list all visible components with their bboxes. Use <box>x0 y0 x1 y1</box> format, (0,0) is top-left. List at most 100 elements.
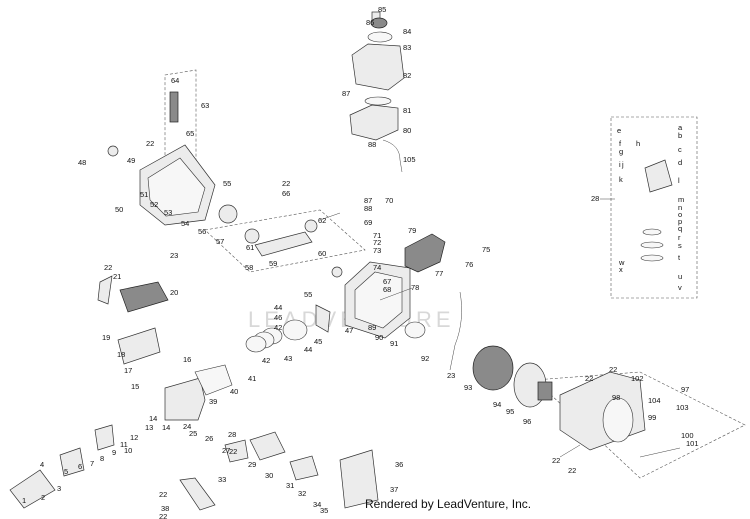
callout-103: 103 <box>676 403 689 412</box>
callout-2: 2 <box>41 493 45 502</box>
callout-22d: 22 <box>229 447 237 456</box>
callout-43: 43 <box>284 354 292 363</box>
callout-70: 70 <box>385 196 393 205</box>
callout-41: 41 <box>248 374 256 383</box>
callout-56: 56 <box>198 227 206 236</box>
carburetor-39 <box>164 377 206 421</box>
callout-44a: 44 <box>274 303 282 312</box>
callout-35: 35 <box>320 506 328 515</box>
part-10 <box>94 424 115 451</box>
callout-4: 4 <box>40 460 44 469</box>
shroud-20 <box>119 281 169 313</box>
carb-body-l <box>644 159 673 193</box>
air-filter-cover-82 <box>351 43 405 91</box>
callout-96: 96 <box>523 417 531 426</box>
callout-l: l <box>678 176 680 185</box>
callout-s: s <box>678 241 682 250</box>
callout-14b: 14 <box>162 423 170 432</box>
part-6 <box>59 447 85 477</box>
callout-g: g <box>619 147 623 156</box>
part-83 <box>367 31 393 43</box>
callout-18: 18 <box>117 350 125 359</box>
callout-w: w <box>618 258 625 267</box>
dipstick-64 <box>169 91 179 123</box>
callout-71: 71 <box>373 231 381 240</box>
callout-b: b <box>678 131 682 140</box>
rod-47 <box>315 304 331 333</box>
callout-28: 28 <box>228 430 236 439</box>
part-27 <box>224 439 249 463</box>
callout-87b: 87 <box>364 196 372 205</box>
hose-105 <box>382 139 403 173</box>
parts <box>9 11 673 511</box>
callout-94: 94 <box>493 400 501 409</box>
callout-83: 83 <box>403 43 411 52</box>
callout-76: 76 <box>465 260 473 269</box>
gasket-40 <box>194 364 233 396</box>
filter-81 <box>364 96 392 106</box>
callout-48: 48 <box>78 158 86 167</box>
callout-23b: 23 <box>447 371 455 380</box>
callout-22b: 22 <box>146 139 154 148</box>
callout-i: i <box>619 160 621 169</box>
callout-84: 84 <box>403 27 411 36</box>
callout-51: 51 <box>140 190 148 199</box>
head-18 <box>117 327 161 365</box>
callout-102: 102 <box>631 374 644 383</box>
rings-43 <box>245 335 267 353</box>
callout-89: 89 <box>368 323 376 332</box>
callout-90: 90 <box>375 333 383 342</box>
callout-79: 79 <box>408 226 416 235</box>
callout-v: v <box>678 283 682 292</box>
callout-82: 82 <box>403 71 411 80</box>
callout-88b: 88 <box>364 204 372 213</box>
callout-77: 77 <box>435 269 443 278</box>
callout-8: 8 <box>100 454 104 463</box>
callout-92: 92 <box>421 354 429 363</box>
callout-14a: 14 <box>149 414 157 423</box>
callout-59: 59 <box>269 259 277 268</box>
callout-78: 78 <box>411 283 419 292</box>
callout-28: 28 <box>591 194 599 203</box>
callout-26: 26 <box>205 434 213 443</box>
callout-13: 13 <box>145 423 153 432</box>
callout-d: d <box>678 158 682 167</box>
callout-3: 3 <box>57 484 61 493</box>
callout-66: 66 <box>282 189 290 198</box>
callout-40: 40 <box>230 387 238 396</box>
callout-17: 17 <box>124 366 132 375</box>
governor-77 <box>404 233 446 273</box>
callout-97: 97 <box>681 385 689 394</box>
callout-81: 81 <box>403 106 411 115</box>
callout-68: 68 <box>383 285 391 294</box>
recoil-98 <box>602 397 634 443</box>
bracket-21 <box>97 275 113 305</box>
callout-22h: 22 <box>609 365 617 374</box>
callout-62: 62 <box>318 216 326 225</box>
callout-15: 15 <box>131 382 139 391</box>
callout-104: 104 <box>648 396 661 405</box>
credit-line: Rendered by LeadVenture, Inc. <box>365 497 532 511</box>
callout-64: 64 <box>171 76 179 85</box>
callout-19: 19 <box>102 333 110 342</box>
callout-11: 11 <box>120 440 128 449</box>
seal-91 <box>404 321 426 339</box>
callout-86: 86 <box>366 18 374 27</box>
callout-39: 39 <box>209 397 217 406</box>
callout-55b: 55 <box>304 290 312 299</box>
callout-o: o <box>678 210 682 219</box>
callout-24: 24 <box>183 422 191 431</box>
callout-25: 25 <box>189 429 197 438</box>
callout-91: 91 <box>390 339 398 348</box>
callout-a: a <box>678 123 683 132</box>
part-34 <box>339 449 379 509</box>
callout-22-lower-a: 22 <box>552 456 560 465</box>
callout-5: 5 <box>64 467 68 476</box>
callout-36: 36 <box>395 460 403 469</box>
callout-22e: 22 <box>159 490 167 499</box>
callout-12: 12 <box>130 433 138 442</box>
callout-27: 27 <box>222 446 230 455</box>
callout-80: 80 <box>403 126 411 135</box>
callout-c: c <box>678 145 682 154</box>
callout-k: k <box>619 175 623 184</box>
